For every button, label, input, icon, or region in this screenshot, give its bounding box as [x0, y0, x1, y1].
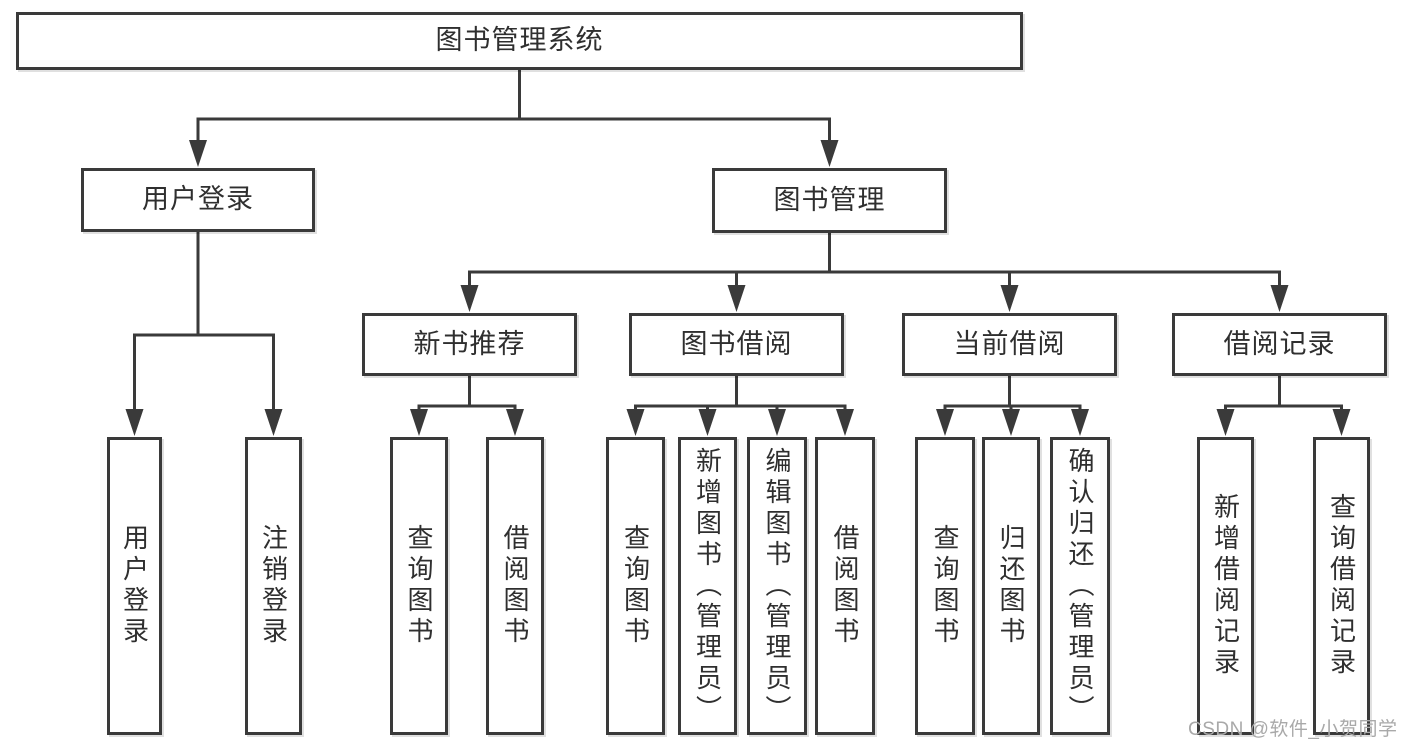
- arrowhead-icon: [1270, 285, 1289, 312]
- arrowhead-icon: [506, 409, 524, 436]
- arrowhead-icon: [460, 285, 479, 312]
- node-query-books-3: 查询图书: [915, 437, 975, 735]
- node-current-borrow: 当前借阅: [902, 313, 1117, 376]
- arrowhead-icon: [1002, 409, 1020, 436]
- arrowhead-icon: [189, 140, 207, 167]
- node-root: 图书管理系统: [16, 12, 1023, 70]
- node-user-login-item: 用户登录: [107, 437, 162, 735]
- watermark-text: CSDN @软件_小贺同学: [1188, 719, 1398, 740]
- node-label: 注销登录: [258, 524, 289, 648]
- node-query-books-2: 查询图书: [606, 437, 665, 735]
- node-label: 用户登录: [119, 524, 150, 648]
- node-label: 图书管理: [773, 184, 886, 215]
- node-return-books: 归还图书: [982, 437, 1040, 735]
- arrowhead-icon: [820, 140, 839, 167]
- node-book-borrow: 图书借阅: [629, 313, 844, 376]
- node-query-books-1: 查询图书: [390, 437, 448, 735]
- node-label: 图书管理系统: [435, 25, 604, 56]
- node-query-borrow-record: 查询借阅记录: [1313, 437, 1370, 735]
- node-label: 查询图书: [620, 524, 651, 648]
- node-label: 新书推荐: [413, 328, 526, 359]
- node-label: 当前借阅: [953, 328, 1066, 359]
- node-new-book-rec: 新书推荐: [362, 313, 577, 376]
- node-label: 查询图书: [930, 524, 960, 648]
- node-label: 编辑图书（管理员）: [762, 446, 792, 726]
- node-label: 图书借阅: [680, 328, 793, 359]
- node-borrow-records: 借阅记录: [1172, 313, 1387, 376]
- arrowhead-icon: [410, 409, 428, 436]
- node-label: 借阅图书: [830, 524, 860, 648]
- arrowhead-icon: [836, 409, 854, 436]
- node-label: 查询图书: [404, 524, 434, 648]
- arrowhead-icon: [768, 409, 786, 436]
- node-add-books: 新增图书（管理员）: [678, 437, 737, 735]
- node-book-mgmt: 图书管理: [712, 168, 947, 233]
- arrowhead-icon: [1000, 285, 1019, 312]
- node-label: 归还图书: [996, 524, 1026, 648]
- node-label: 确认归还（管理员）: [1065, 446, 1095, 726]
- node-confirm-return: 确认归还（管理员）: [1050, 437, 1110, 735]
- node-label: 新增借阅记录: [1210, 493, 1241, 679]
- node-label: 借阅记录: [1223, 328, 1336, 359]
- node-edit-books: 编辑图书（管理员）: [747, 437, 807, 735]
- arrowhead-icon: [626, 409, 645, 436]
- arrowhead-icon: [936, 409, 954, 436]
- node-label: 新增图书（管理员）: [692, 446, 723, 726]
- arrowhead-icon: [727, 285, 746, 312]
- arrowhead-icon: [1216, 409, 1235, 436]
- node-borrow-books-2: 借阅图书: [815, 437, 875, 735]
- arrowhead-icon: [125, 409, 144, 436]
- arrowhead-icon: [1332, 409, 1351, 436]
- node-label: 查询借阅记录: [1326, 493, 1357, 679]
- arrowhead-icon: [698, 409, 717, 436]
- node-borrow-books-1: 借阅图书: [486, 437, 544, 735]
- arrowhead-icon: [264, 409, 283, 436]
- node-user-login: 用户登录: [81, 168, 315, 232]
- node-label: 借阅图书: [500, 524, 530, 648]
- node-label: 用户登录: [142, 184, 254, 215]
- node-logout-item: 注销登录: [245, 437, 302, 735]
- arrowhead-icon: [1071, 409, 1089, 436]
- node-add-borrow-record: 新增借阅记录: [1197, 437, 1254, 735]
